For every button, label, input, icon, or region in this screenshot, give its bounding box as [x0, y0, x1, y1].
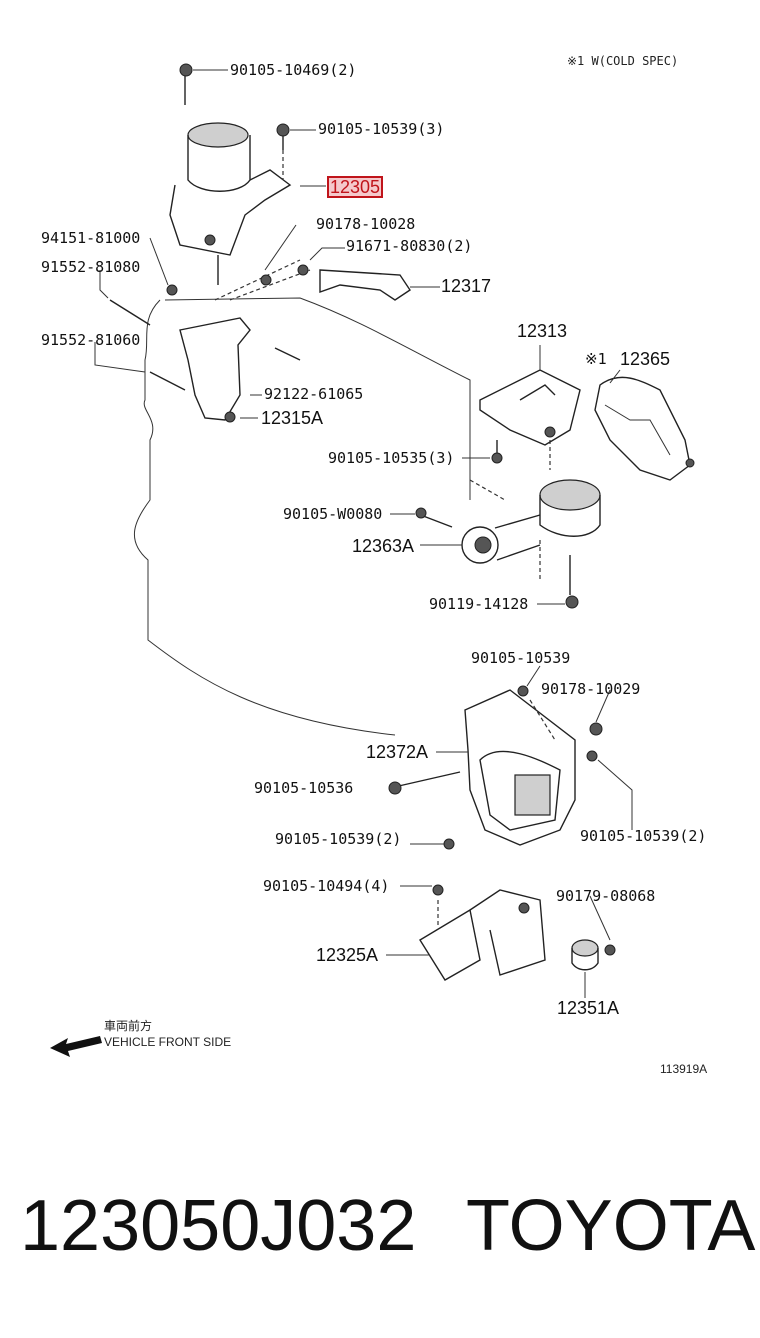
part-label-12325A[interactable]: 12325A — [316, 945, 379, 965]
part-label-90105-10536[interactable]: 90105-10536 — [254, 779, 354, 797]
vehicle-front-jp: 車両前方 — [104, 1019, 153, 1033]
front-arrow-icon — [50, 1036, 102, 1057]
part-label-12317[interactable]: 12317 — [441, 276, 492, 296]
part-label-12372A[interactable]: 12372A — [366, 742, 429, 762]
part-label-12363A[interactable]: 12363A — [352, 536, 415, 556]
part-label-90105-10539-2-right[interactable]: 90105-10539(2) — [580, 827, 707, 845]
part-label-90105-10494[interactable]: 90105-10494(4) — [263, 877, 390, 895]
mount-12372A — [388, 685, 603, 850]
part-label-94151-81000[interactable]: 94151-81000 — [41, 229, 141, 247]
part-label-90119-14128[interactable]: 90119-14128 — [429, 595, 529, 613]
part-label-91552-81080[interactable]: 91552-81080 — [41, 258, 141, 276]
bracket-12317 — [260, 264, 440, 301]
footer-part-number: 123050J032 — [20, 1186, 417, 1266]
cold-spec-marker: ※1 — [585, 350, 607, 368]
part-label-12315A[interactable]: 12315A — [261, 408, 324, 428]
part-label-12313[interactable]: 12313 — [517, 321, 568, 341]
engine-mount-12305 — [169, 63, 292, 285]
part-label-90105-10469[interactable]: 90105-10469(2) — [230, 61, 357, 79]
vehicle-front-label: 車両前方 VEHICLE FRONT SIDE — [104, 1018, 231, 1050]
part-label-12305-highlighted[interactable]: 12305 — [327, 176, 384, 198]
part-label-90105-W0080[interactable]: 90105-W0080 — [283, 505, 383, 523]
part-label-90105-10539[interactable]: 90105-10539 — [471, 649, 571, 667]
cold-spec-note: ※1 W(COLD SPEC) — [567, 54, 679, 68]
part-label-90105-10539-3[interactable]: 90105-10539(3) — [318, 120, 445, 138]
rod-12363A — [415, 479, 601, 609]
bracket-12315A — [109, 284, 301, 423]
part-label-90178-10028[interactable]: 90178-10028 — [316, 215, 416, 233]
part-label-12351A[interactable]: 12351A — [557, 998, 620, 1018]
bracket-12325A — [419, 884, 616, 981]
figure-id: 113919A — [660, 1062, 708, 1076]
vehicle-front-en: VEHICLE FRONT SIDE — [104, 1035, 232, 1050]
part-label-92122-61065[interactable]: 92122-61065 — [264, 385, 364, 403]
engine-outline — [133, 299, 396, 736]
leader-lines — [94, 69, 633, 998]
cover-12365 — [594, 376, 695, 481]
part-label-90105-10539-2-left[interactable]: 90105-10539(2) — [275, 830, 402, 848]
part-label-90178-10029[interactable]: 90178-10029 — [541, 680, 641, 698]
part-label-91552-81060[interactable]: 91552-81060 — [41, 331, 141, 349]
bracket-12313 — [479, 369, 581, 464]
part-label-90179-08068[interactable]: 90179-08068 — [556, 887, 656, 905]
part-label-91671-80830[interactable]: 91671-80830(2) — [346, 237, 473, 255]
part-label-12365[interactable]: 12365 — [620, 349, 671, 369]
footer-brand: TOYOTA — [466, 1186, 756, 1266]
part-label-90105-10535[interactable]: 90105-10535(3) — [328, 449, 455, 467]
